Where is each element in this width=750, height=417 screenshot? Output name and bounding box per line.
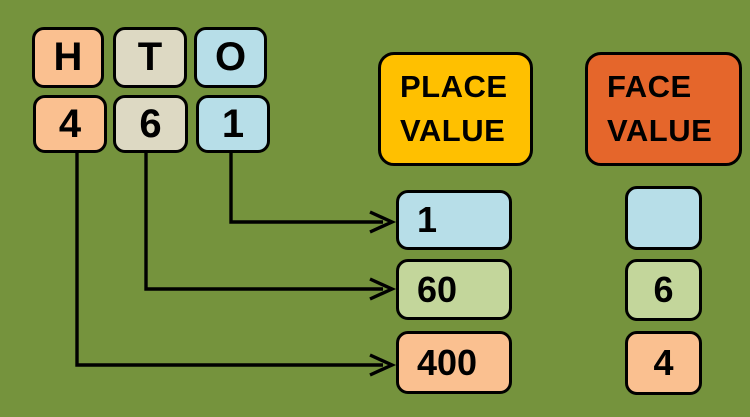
place-value-header-line2: VALUE [400, 113, 506, 148]
letter-box-tens: T [113, 27, 187, 88]
face-value-header-line2: VALUE [607, 113, 713, 148]
letter-tens-label: T [137, 35, 163, 79]
place-value-tens-label: 60 [417, 268, 458, 310]
face-value-header-line1: FACE [607, 69, 692, 104]
face-value-box-tens: 6 [625, 259, 702, 321]
letter-ones-label: O [214, 35, 247, 79]
face-value-hundreds-label: 4 [653, 342, 674, 383]
arrow-ones [229, 153, 397, 234]
place-value-box-tens: 60 [396, 259, 512, 320]
face-value-box-hundreds: 4 [625, 331, 702, 395]
letter-hundreds-label: H [53, 35, 83, 79]
digit-hundreds-label: 4 [58, 101, 82, 146]
face-value-tens-label: 6 [653, 269, 674, 310]
face-value-box-ones [625, 186, 702, 250]
arrow-hundreds [75, 153, 397, 377]
digit-tens-label: 6 [139, 101, 162, 146]
place-value-box-hundreds: 400 [396, 331, 512, 394]
place-value-box-ones: 1 [396, 190, 512, 250]
letter-box-hundreds: H [32, 27, 104, 88]
arrow-tens [144, 153, 397, 301]
place-value-ones-label: 1 [417, 199, 438, 240]
digit-ones-label: 1 [221, 101, 245, 146]
face-value-header: FACE VALUE [585, 52, 742, 166]
digit-box-hundreds: 4 [33, 95, 107, 153]
digit-box-tens: 6 [113, 95, 188, 153]
place-value-header-line1: PLACE [400, 69, 508, 104]
letter-box-ones: O [194, 27, 267, 88]
digit-box-ones: 1 [196, 95, 270, 153]
place-value-header: PLACE VALUE [378, 52, 533, 166]
place-value-hundreds-label: 400 [417, 341, 478, 383]
